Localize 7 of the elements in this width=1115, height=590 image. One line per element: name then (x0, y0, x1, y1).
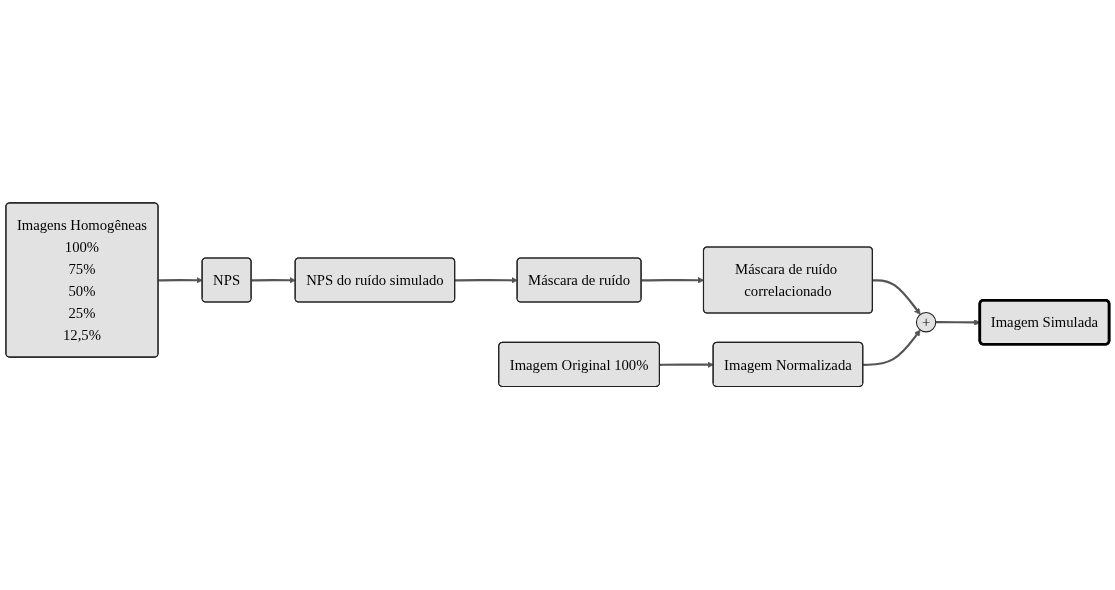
arrow (455, 277, 518, 284)
arrow (251, 277, 296, 284)
arrow (863, 329, 921, 367)
node-circle: + (915, 312, 937, 333)
arrow (872, 279, 921, 316)
arrow (659, 361, 714, 369)
arrow (158, 277, 203, 284)
